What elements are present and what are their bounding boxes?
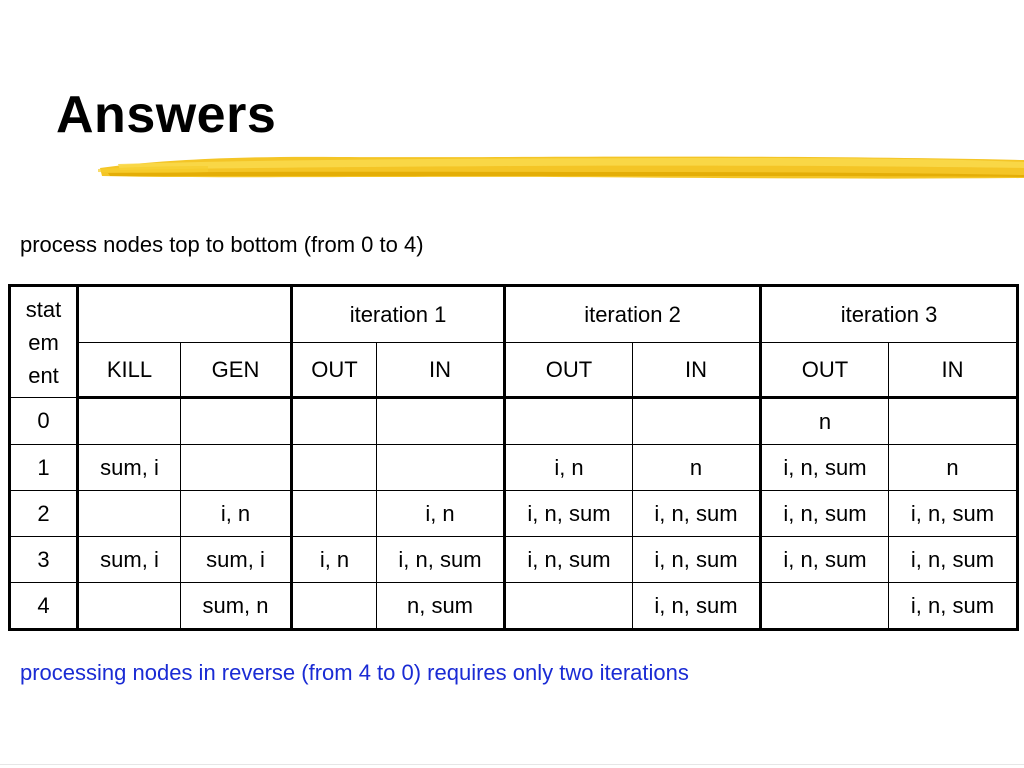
- column-header-iter2-in: IN: [632, 342, 762, 399]
- group-header-killgen: [77, 285, 293, 343]
- table-header-row-groups: stat em ent iteration 1 iteration 2 iter…: [9, 285, 1018, 398]
- table-cell: [77, 397, 181, 445]
- table-cell: i, n, sum: [888, 582, 1018, 630]
- table-cell: n: [632, 444, 762, 491]
- table-cell: i, n, sum: [632, 536, 762, 583]
- table-cell: sum, i: [180, 536, 293, 583]
- table-cell: [376, 397, 506, 445]
- table-cell: i, n: [376, 490, 506, 537]
- table-cell: i, n: [504, 444, 633, 491]
- group-header-iteration-2: iteration 2: [504, 285, 762, 343]
- table-cell: sum, i: [77, 536, 181, 583]
- table-cell: i, n, sum: [632, 490, 762, 537]
- slide-title: Answers: [56, 86, 277, 144]
- table-cell-statement: 1: [9, 444, 79, 491]
- table-cell: n: [888, 444, 1018, 491]
- table-cell: n: [760, 397, 889, 445]
- title-underline-brushstroke: [98, 156, 1024, 179]
- table-cell: i, n, sum: [376, 536, 506, 583]
- table-cell: i, n, sum: [504, 490, 633, 537]
- table-cell: [77, 490, 181, 537]
- table-cell: [291, 444, 377, 491]
- column-header-iter1-out: OUT: [291, 342, 377, 399]
- table-cell: i, n, sum: [632, 582, 762, 630]
- column-header-iter3-out: OUT: [760, 342, 889, 399]
- table-cell: [504, 397, 633, 445]
- table-header-row-columns: KILL GEN OUT IN OUT IN OUT IN: [10, 342, 1018, 399]
- column-header-iter1-in: IN: [376, 342, 506, 399]
- table-cell: [504, 582, 633, 630]
- table-cell: [180, 444, 293, 491]
- table-cell: i, n: [180, 490, 293, 537]
- table-row: 2 i, n i, n i, n, sum i, n, sum i, n, su…: [9, 490, 1018, 537]
- table-cell: [376, 444, 506, 491]
- table-cell: [632, 397, 762, 445]
- table-cell: [77, 582, 181, 630]
- column-header-gen: GEN: [180, 342, 293, 399]
- table-cell: sum, i: [77, 444, 181, 491]
- bottom-divider: [0, 764, 1024, 765]
- group-header-iteration-3: iteration 3: [760, 285, 1018, 343]
- table-cell: i, n, sum: [888, 490, 1018, 537]
- table-cell: i, n, sum: [760, 490, 889, 537]
- table-cell-statement: 4: [9, 582, 79, 630]
- table-cell: [760, 582, 889, 630]
- column-header-kill: KILL: [77, 342, 181, 399]
- table-cell: i, n, sum: [504, 536, 633, 583]
- table-row: 3 sum, i sum, i i, n i, n, sum i, n, sum…: [9, 536, 1018, 583]
- table-cell: sum, n: [180, 582, 293, 630]
- table-cell: i, n, sum: [760, 536, 889, 583]
- table-cell: [291, 490, 377, 537]
- column-header-iter3-in: IN: [888, 342, 1018, 399]
- intro-text: process nodes top to bottom (from 0 to 4…: [20, 232, 424, 257]
- table-cell: i, n, sum: [760, 444, 889, 491]
- group-header-iteration-1: iteration 1: [291, 285, 506, 343]
- table-cell: [888, 397, 1018, 445]
- footer-note: processing nodes in reverse (from 4 to 0…: [20, 660, 689, 685]
- table-cell: [291, 582, 377, 630]
- table-row: 1 sum, i i, n n i, n, sum n: [9, 444, 1018, 491]
- table-cell: [180, 397, 293, 445]
- table-cell: n, sum: [376, 582, 506, 630]
- table-row: 0 n: [9, 397, 1018, 445]
- statement-header: stat em ent: [9, 285, 79, 398]
- table-cell-statement: 2: [9, 490, 79, 537]
- table-cell: i, n, sum: [888, 536, 1018, 583]
- column-header-iter2-out: OUT: [504, 342, 633, 399]
- table-cell-statement: 0: [9, 397, 79, 445]
- dataflow-answers-table: stat em ent iteration 1 iteration 2 iter…: [8, 284, 1019, 631]
- table-cell: [291, 397, 377, 445]
- table-cell-statement: 3: [9, 536, 79, 583]
- table-cell: i, n: [291, 536, 377, 583]
- table-row: 4 sum, n n, sum i, n, sum i, n, sum: [9, 582, 1018, 630]
